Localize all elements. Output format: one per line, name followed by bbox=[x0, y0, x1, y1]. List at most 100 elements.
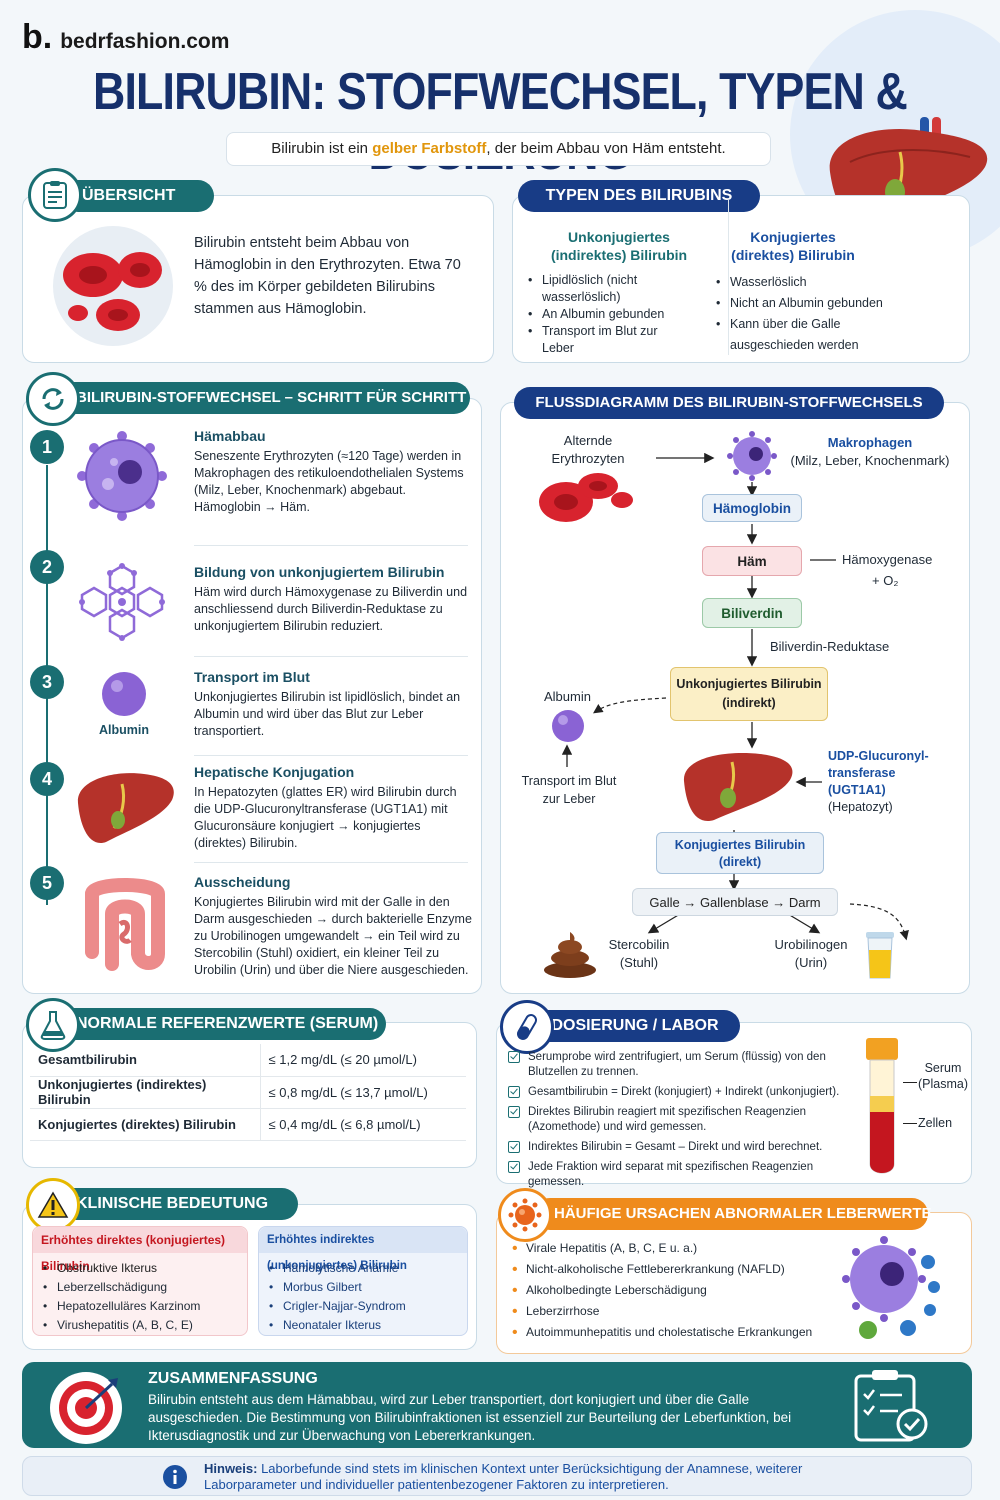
list-item: Virale Hepatitis (A, B, C, E u. a.) bbox=[512, 1238, 842, 1259]
brand-logo[interactable]: b. bedrfashion.com bbox=[22, 18, 229, 57]
step-title: Transport im Blut bbox=[194, 669, 310, 685]
liver-icon bbox=[77, 773, 174, 844]
list-item: Gesamtbilirubin = Direkt (konjugiert) + … bbox=[508, 1085, 852, 1100]
flow-conj-box: Konjugiertes Bilirubin (direkt) bbox=[656, 832, 824, 874]
reference-label: Unkonjugiertes (indirektes) Bilirubin bbox=[30, 1076, 261, 1109]
unconj-title-line2: (indirektes) Bilirubin bbox=[550, 247, 688, 263]
flow-udp-line4: (Hepatozyt) bbox=[828, 800, 893, 814]
flow-bvr-label: Biliverdin-Reduktase bbox=[770, 639, 890, 654]
overview-text: Bilirubin entsteht beim Abbau von Hämogl… bbox=[194, 235, 461, 317]
list-item: Wasserlöslich bbox=[716, 272, 916, 293]
step-number: 5 bbox=[30, 866, 64, 900]
step-number: 2 bbox=[30, 550, 64, 584]
unconj-title-line1: Unkonjugiertes bbox=[568, 229, 670, 245]
urine-cup-icon bbox=[866, 932, 894, 979]
step-3: Transport im Blut Unkonjugiertes Bilirub… bbox=[194, 669, 469, 740]
reference-value: ≤ 0,8 mg/dL (≤ 13,7 µmol/L) bbox=[260, 1076, 466, 1109]
clinical-indirect-box: Erhöhtes indirektes (unkonjugiertes) Bil… bbox=[258, 1226, 468, 1336]
clinical-indirect-list: Hämolytische Anämie Morbus Gilbert Crigl… bbox=[259, 1253, 467, 1341]
list-item: Autoimmunhepatitis und cholestatische Er… bbox=[512, 1322, 842, 1343]
albumin-sphere-icon bbox=[102, 672, 146, 716]
step-separator bbox=[194, 755, 468, 756]
cells-label: Zellen bbox=[918, 1116, 953, 1130]
intestine-icon bbox=[85, 878, 165, 971]
step-text: In Hepatozyten (glattes ER) wird Bilirub… bbox=[194, 785, 457, 850]
flow-sterco-line1: Stercobilin bbox=[608, 937, 670, 952]
causes-heading: HÄUFIGE URSACHEN ABNORMALER LEBERWERTE bbox=[534, 1198, 932, 1230]
flow-uro: Urobilinogen (Urin) bbox=[768, 936, 854, 972]
flow-sterco-line2: (Stuhl) bbox=[619, 955, 659, 970]
step-text: Häm wird durch Hämoxygenase zu Biliverdi… bbox=[194, 585, 468, 633]
summary-text: Bilirubin entsteht aus dem Hämabbau, wir… bbox=[148, 1392, 792, 1443]
flow-heading: FLUSSDIAGRAMM DES BILIRUBIN-STOFFWECHSEL… bbox=[514, 387, 944, 419]
unconj-title: Unkonjugiertes (indirektes) Bilirubin bbox=[528, 228, 710, 264]
checklist-clipboard-icon bbox=[854, 1370, 928, 1442]
warning-icon bbox=[26, 1178, 80, 1232]
brand-name: bedrfashion.com bbox=[60, 30, 230, 53]
list-item: Direktes Bilirubin reagiert mit spezifis… bbox=[508, 1105, 852, 1135]
list-item: Obstruktive Ikterus bbox=[43, 1259, 237, 1278]
step-text: Seneszente Erythrozyten (≈120 Tage) werd… bbox=[194, 449, 464, 514]
reference-heading: NORMALE REFERENZWERTE (SERUM) bbox=[56, 1008, 386, 1040]
intro-banner: Bilirubin ist ein gelber Farbstoff, der … bbox=[226, 132, 771, 166]
step-separator bbox=[194, 862, 468, 863]
flow-udp-line3: (UGT1A1) bbox=[828, 783, 886, 797]
step-4: Hepatische Konjugation In Hepatozyten (g… bbox=[194, 764, 469, 852]
red-blood-cells-icon bbox=[53, 226, 173, 346]
step-text: Unkonjugiertes Bilirubin ist lipidlöslic… bbox=[194, 690, 461, 738]
checkbox-icon bbox=[508, 1051, 520, 1063]
flow-unconj-line1: Unkonjugiertes Bilirubin bbox=[676, 677, 822, 691]
flow-albumin-label: Albumin bbox=[544, 689, 591, 704]
list-item: Nicht-alkoholische Fettlebererkrankung (… bbox=[512, 1259, 842, 1280]
list-item: Hepatozelluläres Karzinom bbox=[43, 1297, 237, 1316]
clinical-heading: KLINISCHE BEDEUTUNG bbox=[56, 1188, 298, 1220]
step-number: 1 bbox=[30, 430, 64, 464]
macrophage-icon bbox=[77, 431, 167, 521]
info-icon bbox=[163, 1465, 187, 1489]
step-text: Konjugiertes Bilirubin wird mit der Gall… bbox=[194, 895, 472, 977]
stool-icon bbox=[544, 932, 596, 978]
flow-liver-icon bbox=[683, 753, 793, 822]
serum-text: Serum bbox=[924, 1061, 962, 1075]
macrophage-small-icon bbox=[727, 431, 777, 481]
step-2: Bildung von unkonjugiertem Bilirubin Häm… bbox=[194, 564, 469, 635]
list-item: Serumprobe wird zentrifugiert, um Serum … bbox=[508, 1050, 852, 1080]
checkbox-icon bbox=[508, 1141, 520, 1153]
flow-hemox-label: Hämoxygenase bbox=[842, 552, 933, 567]
clinical-direct-title: Erhöhtes direktes (konjugiertes) Bilirub… bbox=[33, 1227, 247, 1273]
virus-icon bbox=[498, 1188, 552, 1242]
checkbox-icon bbox=[508, 1086, 520, 1098]
flow-unconj-line2: (indirekt) bbox=[722, 696, 776, 710]
list-item: Nicht an Albumin gebunden bbox=[716, 293, 916, 314]
flow-uro-line2: (Urin) bbox=[794, 955, 828, 970]
flow-heme-box: Häm bbox=[702, 546, 802, 576]
summary-banner bbox=[22, 1362, 972, 1448]
test-tube-icon bbox=[500, 1000, 554, 1054]
step-title: Bildung von unkonjugiertem Bilirubin bbox=[194, 564, 445, 580]
note-text: Hinweis: Laborbefunde sind stets im klin… bbox=[204, 1461, 804, 1493]
intro-text-end: , der beim Abbau von Häm entsteht. bbox=[486, 140, 726, 157]
step-title: Hepatische Konjugation bbox=[194, 764, 355, 780]
list-item: Indirektes Bilirubin = Gesamt – Direkt u… bbox=[508, 1140, 852, 1155]
flow-transport-label: Transport im Blut zur Leber bbox=[521, 774, 617, 806]
list-item: Neonataler Ikterus bbox=[269, 1316, 457, 1335]
types-heading: TYPEN DES BILIRUBINS bbox=[518, 180, 760, 212]
list-item: Leberzirrhose bbox=[512, 1301, 842, 1322]
flow-macro-title: Makrophagen bbox=[827, 435, 913, 450]
conj-title: Konjugiertes (direktes) Bilirubin bbox=[718, 228, 868, 264]
step-title: Hämabbau bbox=[194, 428, 266, 444]
step-title: Ausscheidung bbox=[194, 874, 291, 890]
flow-uro-line1: Urobilinogen bbox=[774, 937, 848, 952]
reference-value: ≤ 1,2 mg/dL (≤ 20 µmol/L) bbox=[260, 1044, 466, 1077]
list-item: Crigler-Najjar-Syndrom bbox=[269, 1297, 457, 1316]
flow-conj-line2: (direkt) bbox=[718, 855, 762, 869]
reference-value: ≤ 0,4 mg/dL (≤ 6,8 µmol/L) bbox=[260, 1108, 466, 1141]
flow-sterco: Stercobilin (Stuhl) bbox=[604, 936, 674, 972]
cycle-icon bbox=[26, 372, 80, 426]
table-row: Gesamtbilirubin≤ 1,2 mg/dL (≤ 20 µmol/L) bbox=[30, 1044, 466, 1077]
list-item: Virushepatitis (A, B, C, E) bbox=[43, 1316, 237, 1335]
blood-tube-icon bbox=[866, 1038, 898, 1174]
heme-molecule-icon bbox=[79, 563, 165, 641]
step-number: 3 bbox=[30, 665, 64, 699]
steps-heading: BILIRUBIN-STOFFWECHSEL – SCHRITT FÜR SCH… bbox=[56, 382, 470, 414]
